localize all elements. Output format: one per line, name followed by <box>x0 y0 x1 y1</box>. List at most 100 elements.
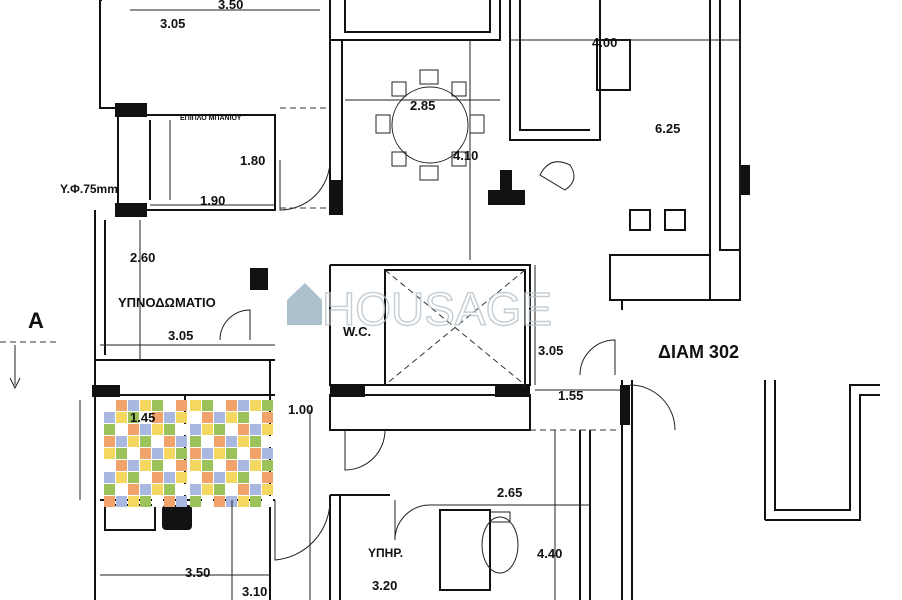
floor-tile <box>116 436 127 447</box>
floor-tile <box>164 484 175 495</box>
floor-tile <box>250 496 261 507</box>
floor-tile <box>202 400 213 411</box>
floor-tile <box>226 472 237 483</box>
floor-tile <box>104 484 115 495</box>
floor-tile <box>214 412 225 423</box>
floor-tile <box>190 472 201 483</box>
floor-tile <box>214 436 225 447</box>
floor-tile <box>128 496 139 507</box>
floor-tile <box>104 424 115 435</box>
pipe-label: Υ.Φ.75mm <box>60 182 118 196</box>
floor-tile <box>190 424 201 435</box>
floor-tile <box>202 412 213 423</box>
floor-tile <box>262 436 273 447</box>
floor-tile <box>238 460 249 471</box>
floor-tile <box>164 448 175 459</box>
floor-tile <box>176 400 187 411</box>
floor-tile <box>226 400 237 411</box>
floor-tile <box>190 484 201 495</box>
floor-tile <box>164 412 175 423</box>
dim-shaft-depth: 3.05 <box>538 343 563 358</box>
floor-tile <box>152 472 163 483</box>
floor-tile <box>202 472 213 483</box>
floor-tile <box>262 472 273 483</box>
floor-tile <box>152 436 163 447</box>
floor-tile <box>250 484 261 495</box>
dim-bath-width: 1.90 <box>200 193 225 208</box>
floor-tile <box>262 496 273 507</box>
floor-tile <box>250 460 261 471</box>
floor-tile <box>164 472 175 483</box>
floor-tile <box>176 484 187 495</box>
floor-tile <box>190 448 201 459</box>
floor-tile <box>202 424 213 435</box>
floor-tile <box>152 448 163 459</box>
floor-tile <box>190 400 201 411</box>
section-marker: A <box>28 308 44 333</box>
floor-tile <box>262 460 273 471</box>
tiled-bathroom-floor <box>104 400 273 507</box>
bedroom-label: ΥΠΝΟΔΩΜΑΤΙΟ <box>118 295 216 310</box>
floor-tile <box>104 460 115 471</box>
floor-tile <box>104 400 115 411</box>
floor-tile <box>176 412 187 423</box>
floor-tile <box>104 412 115 423</box>
floor-tile <box>250 472 261 483</box>
dim-living-depth: 6.25 <box>655 121 680 136</box>
dim-kitchen-depth: 4.40 <box>537 546 562 561</box>
floor-tile <box>226 436 237 447</box>
floor-tile <box>128 460 139 471</box>
floor-tile <box>238 412 249 423</box>
floor-tile <box>202 448 213 459</box>
floor-tile <box>104 496 115 507</box>
floor-tile <box>164 424 175 435</box>
floor-tile <box>140 448 151 459</box>
floor-tile <box>152 424 163 435</box>
floor-tile <box>250 436 261 447</box>
floor-tile <box>116 448 127 459</box>
floor-tile <box>214 472 225 483</box>
floor-tile <box>262 424 273 435</box>
floor-tile <box>238 400 249 411</box>
floor-tile <box>128 436 139 447</box>
dim-small-bath: 1.45 <box>130 410 155 425</box>
floor-tile <box>250 412 261 423</box>
floor-tile <box>164 496 175 507</box>
floor-tile <box>152 496 163 507</box>
floor-tile <box>140 496 151 507</box>
floor-tile <box>190 436 201 447</box>
floor-tile <box>164 460 175 471</box>
dim-stair-width: 1.55 <box>558 388 583 403</box>
floor-tile <box>116 424 127 435</box>
floor-tile <box>226 412 237 423</box>
bath-furniture-label: ΕΠΙΠΛΟ ΜΠΑΝΙΟΥ <box>180 115 242 122</box>
floor-tile <box>140 472 151 483</box>
floor-tile <box>226 424 237 435</box>
dim-corridor-width: 1.00 <box>288 402 313 417</box>
floor-tile <box>262 484 273 495</box>
floor-tile <box>128 400 139 411</box>
floor-tile <box>176 436 187 447</box>
dim-bath-depth: 1.80 <box>240 153 265 168</box>
labels: 3.50 3.05 4.00 2.85 4.10 6.25 1.80 1.90 … <box>28 0 739 599</box>
floor-tile <box>140 400 151 411</box>
floor-tile <box>176 496 187 507</box>
section-arrow-icon <box>9 345 21 390</box>
floor-tile <box>104 436 115 447</box>
dimension-lines <box>79 9 741 600</box>
dim-kitchen-width: 2.65 <box>497 485 522 500</box>
dim-bedroom-width: 3.05 <box>168 328 193 343</box>
kitchen-table <box>481 511 519 574</box>
dim-bedroom-depth: 2.60 <box>130 250 155 265</box>
floor-tile <box>152 412 163 423</box>
floor-tile <box>128 472 139 483</box>
dim-maid-room: 3.20 <box>372 578 397 593</box>
floor-tile <box>104 448 115 459</box>
floor-tile <box>164 400 175 411</box>
dim-living-width: 4.00 <box>592 35 617 50</box>
floor-tile <box>238 424 249 435</box>
floor-tile <box>202 460 213 471</box>
floor-tile <box>214 460 225 471</box>
floor-tile <box>128 424 139 435</box>
floor-tile <box>140 460 151 471</box>
